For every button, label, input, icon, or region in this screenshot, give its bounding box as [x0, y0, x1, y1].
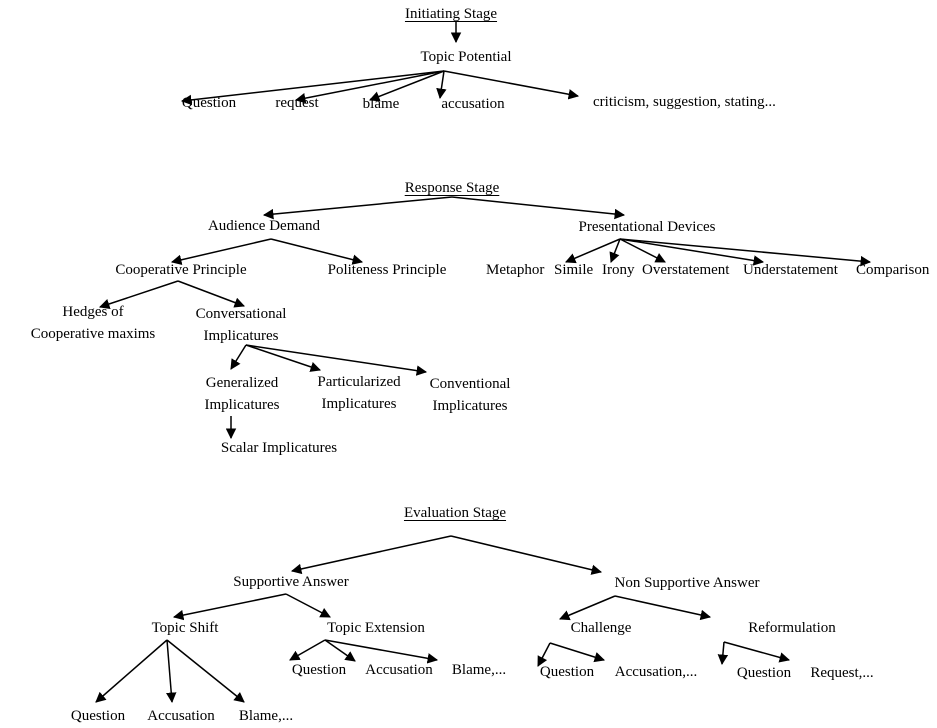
connector-arrow — [245, 344, 428, 376]
connector-arrow — [290, 535, 452, 575]
reformulation-item-question: Question — [736, 665, 792, 681]
reformulation-node: Reformulation — [748, 620, 836, 636]
hedges-node: Hedges of Cooperative maxims — [31, 301, 156, 345]
challenge-node: Challenge — [570, 620, 632, 636]
hedges-line-2: Cooperative maxims — [30, 326, 156, 342]
particularized-line-1: Particularized — [317, 374, 401, 390]
connector-arrow — [614, 595, 712, 621]
initiating-item-question: Question — [181, 95, 237, 111]
connector-arrow — [717, 641, 729, 666]
challenge-item-question: Question — [539, 664, 595, 680]
generalized-implicatures-node: Generalized Implicatures — [205, 372, 280, 416]
connector-arrow — [270, 238, 364, 265]
extension-item-blame: Blame,... — [451, 662, 507, 678]
connector-arrow — [451, 196, 626, 220]
scalar-implicatures-node: Scalar Implicatures — [220, 440, 338, 456]
connector-arrow — [230, 344, 247, 370]
conventional-line-1: Conventional — [429, 376, 511, 392]
connector-arrow — [285, 593, 331, 618]
connector-arrow — [170, 238, 272, 265]
reformulation-item-request: Request,... — [810, 665, 874, 681]
connector-arrow — [180, 70, 445, 106]
connector-arrow — [294, 70, 445, 104]
conversational-line-1: Conversational — [195, 306, 287, 322]
device-comparison: Comparison — [856, 262, 930, 278]
generalized-line-1: Generalized — [205, 375, 279, 391]
conversational-line-2: Implicatures — [203, 328, 279, 344]
device-metaphor: Metaphor — [486, 262, 545, 278]
audience-demand-node: Audience Demand — [207, 218, 321, 234]
connector-arrow — [619, 238, 872, 267]
connector-arrow — [177, 280, 245, 308]
connector-arrow — [619, 238, 765, 266]
initiating-item-accusation: accusation — [441, 96, 505, 112]
connector-arrow — [565, 238, 621, 264]
connector-arrow — [262, 196, 453, 220]
connector-arrow — [172, 593, 287, 621]
connector-arrow — [99, 280, 179, 309]
connector-arrow — [245, 344, 321, 372]
connector-arrow — [436, 70, 447, 100]
non-supportive-answer-node: Non Supportive Answer — [614, 575, 760, 591]
connector-arrow — [537, 642, 551, 667]
connector-arrow — [609, 238, 621, 263]
shift-item-question: Question — [70, 708, 126, 724]
connector-arrow — [450, 535, 603, 575]
connector-arrow — [166, 639, 245, 703]
cooperative-principle-node: Cooperative Principle — [115, 262, 247, 278]
device-understatement: Understatement — [743, 262, 838, 278]
extension-item-question: Question — [291, 662, 347, 678]
politeness-principle-node: Politeness Principle — [327, 262, 447, 278]
connector-arrow — [324, 639, 356, 662]
challenge-item-accusation: Accusation,... — [614, 664, 698, 680]
evaluation-stage-title: Evaluation Stage — [403, 505, 507, 521]
connector-arrow — [95, 639, 168, 703]
shift-item-blame: Blame,... — [238, 708, 294, 724]
device-irony: Irony — [602, 262, 635, 278]
conversational-implicatures-node: Conversational Implicatures — [196, 303, 287, 347]
generalized-line-2: Implicatures — [204, 397, 280, 413]
connector-arrow — [559, 595, 616, 621]
initiating-stage-title: Initiating Stage — [404, 6, 498, 22]
conventional-line-2: Implicatures — [432, 398, 508, 414]
conventional-implicatures-node: Conventional Implicatures — [430, 373, 511, 417]
topic-potential-node: Topic Potential — [420, 49, 512, 65]
device-simile: Simile — [554, 262, 594, 278]
connector-arrow — [549, 642, 606, 663]
shift-item-accusation: Accusation — [147, 708, 215, 724]
connector-arrow — [289, 639, 326, 661]
connector-arrow — [324, 639, 439, 664]
extension-item-accusation: Accusation — [365, 662, 433, 678]
connector-arrow — [166, 639, 177, 704]
topic-shift-node: Topic Shift — [151, 620, 219, 636]
connector-arrow — [443, 70, 580, 100]
device-overstatement: Overstatement — [642, 262, 730, 278]
hedges-line-1: Hedges of — [62, 304, 124, 320]
topic-extension-node: Topic Extension — [327, 620, 425, 636]
initiating-item-blame: blame — [362, 96, 400, 112]
particularized-implicatures-node: Particularized Implicatures — [317, 371, 400, 415]
particularized-line-2: Implicatures — [321, 396, 397, 412]
presentational-devices-node: Presentational Devices — [578, 219, 716, 235]
connector-arrow — [723, 641, 791, 663]
connector-arrow — [619, 238, 666, 263]
initiating-item-request: request — [275, 95, 319, 111]
response-stage-title: Response Stage — [404, 180, 500, 196]
connector-arrow — [369, 70, 445, 102]
supportive-answer-node: Supportive Answer — [233, 574, 349, 590]
initiating-item-others: criticism, suggestion, stating... — [593, 94, 776, 110]
